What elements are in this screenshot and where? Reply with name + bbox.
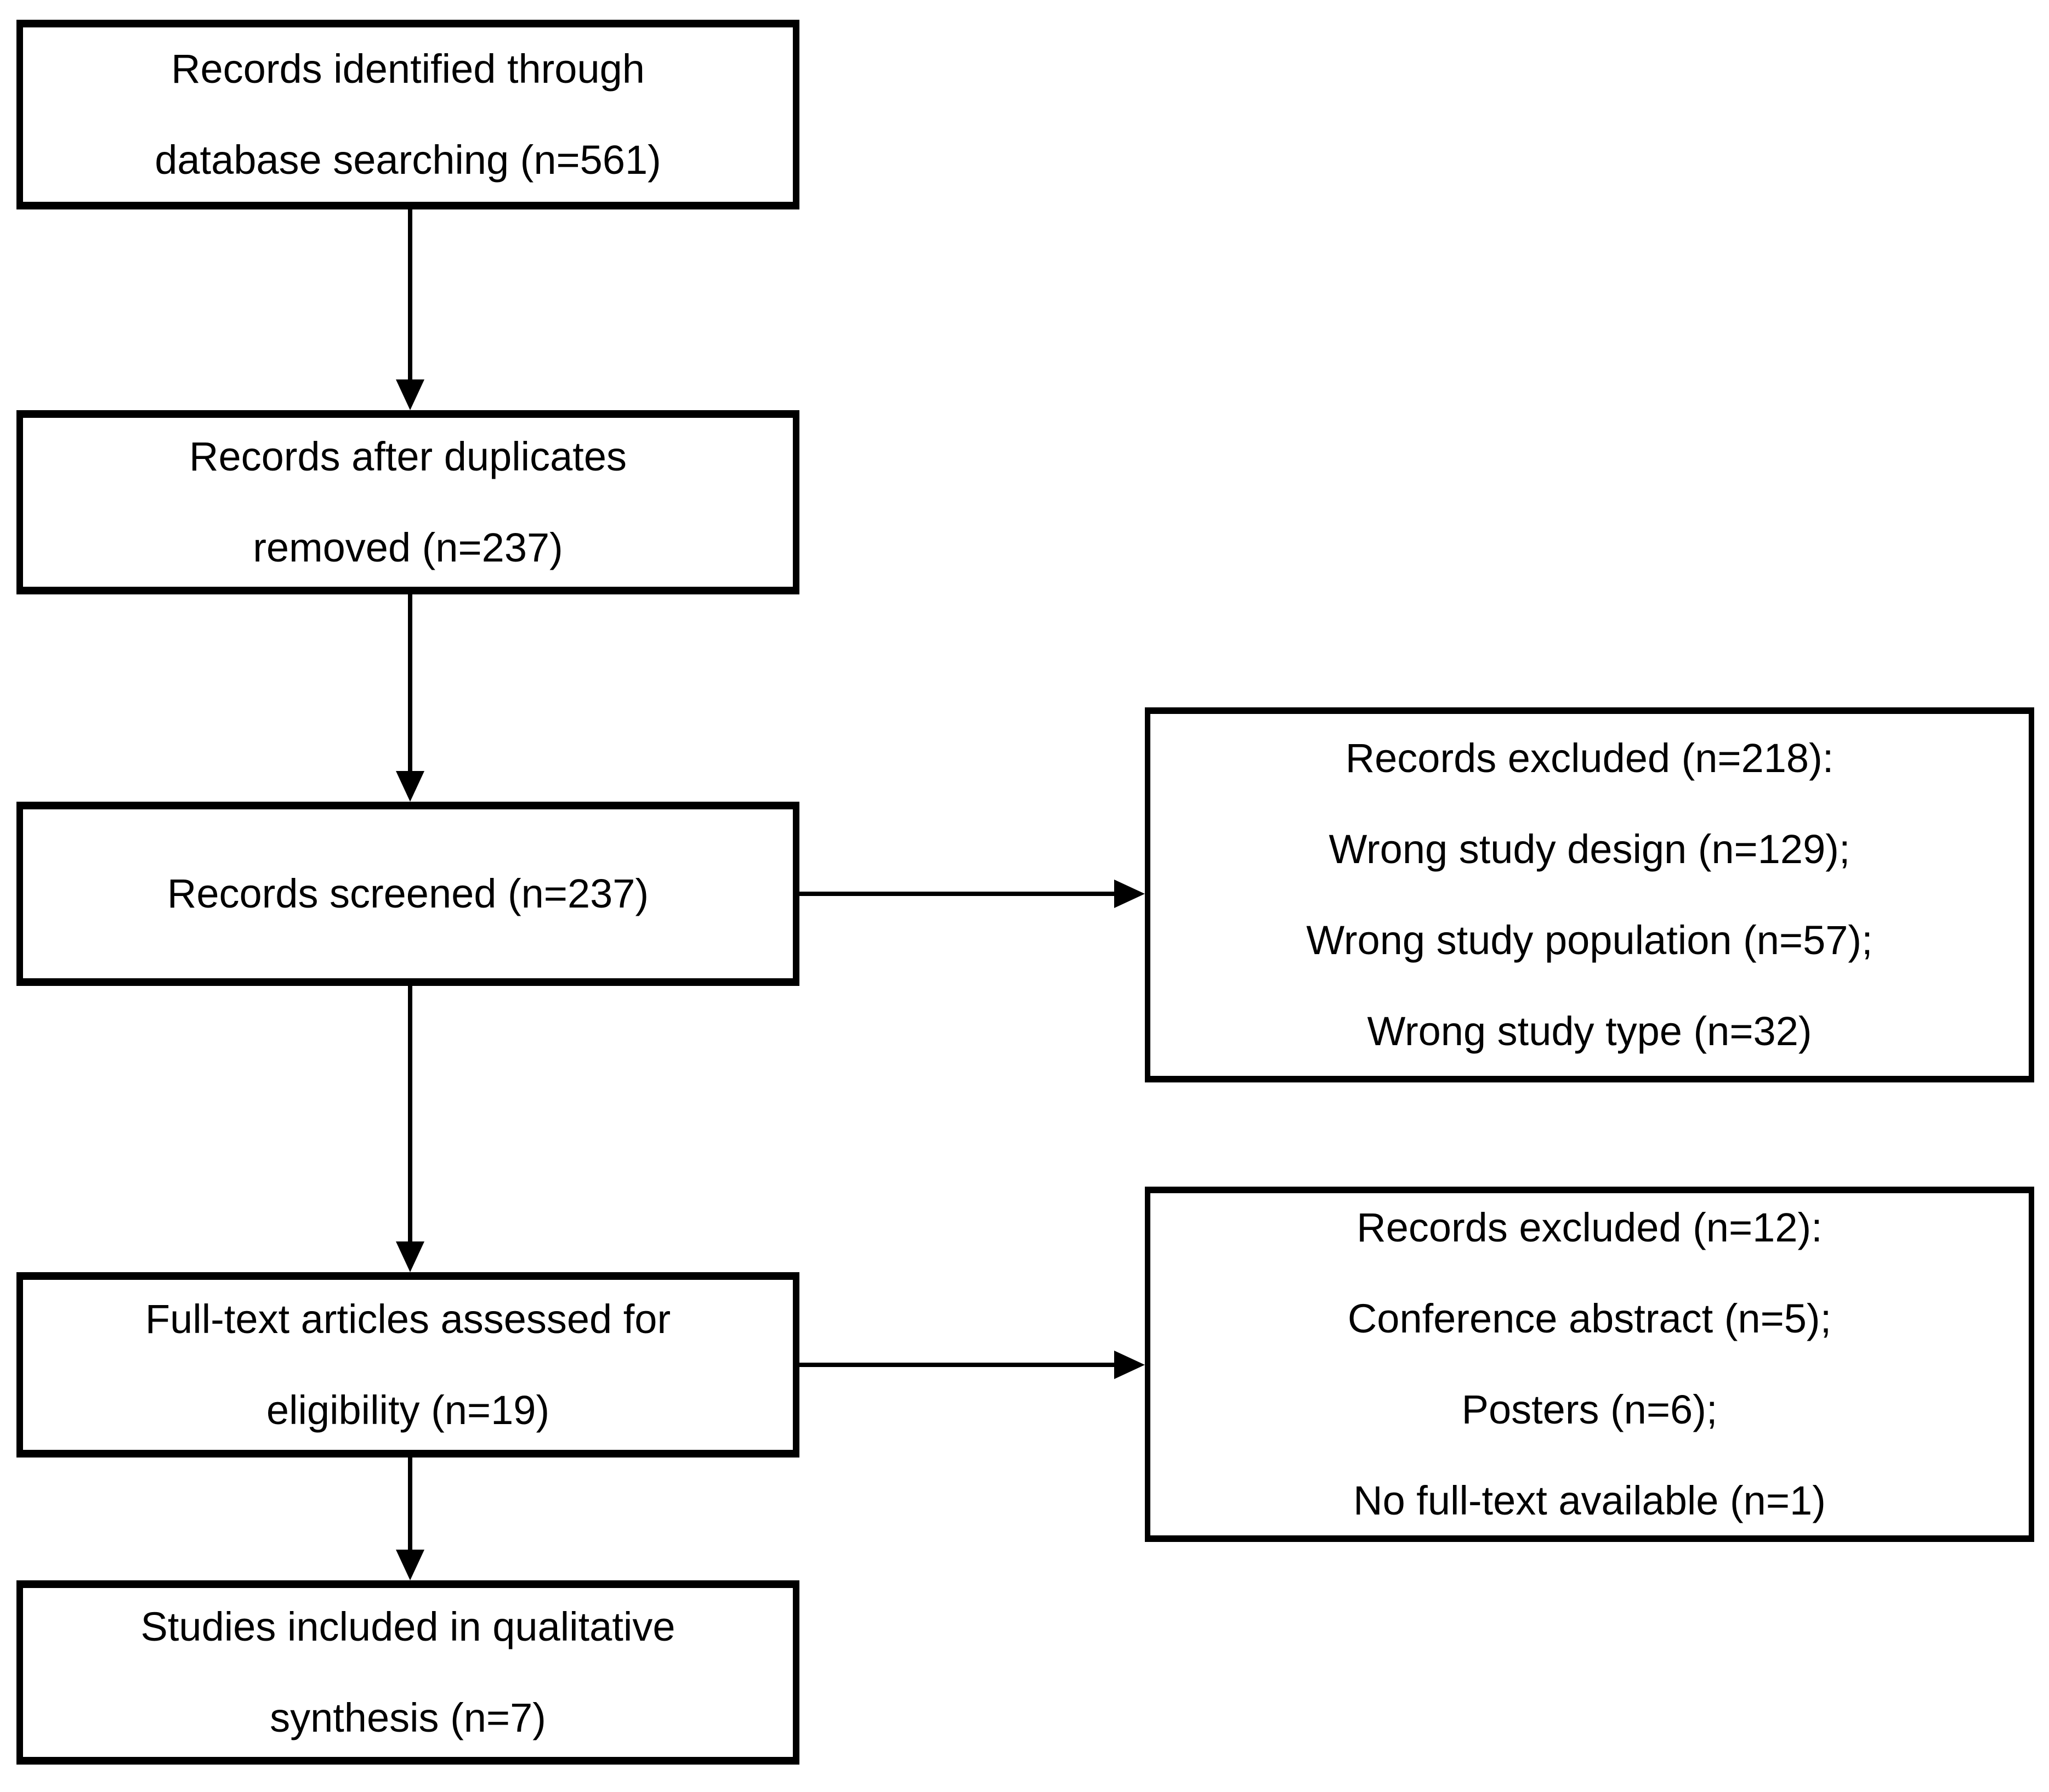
right-arrowhead-icon <box>1114 1351 1145 1379</box>
box-text-line: Records after duplicates <box>189 434 627 479</box>
down-arrowhead-icon <box>396 771 424 802</box>
down-arrowhead-icon <box>396 1241 424 1272</box>
arrow-shaft <box>408 1458 412 1552</box>
box-text-line: Records identified through <box>171 46 645 92</box>
box-records-identified: Records identified through database sear… <box>16 20 799 209</box>
box-text-line: Records excluded (n=12): <box>1356 1205 1823 1250</box>
right-arrowhead-icon <box>1114 880 1145 908</box>
down-arrowhead-icon <box>396 1550 424 1580</box>
box-full-text-assessed: Full-text articles assessed for eligibil… <box>16 1272 799 1458</box>
box-records-excluded-full-text: Records excluded (n=12): Conference abst… <box>1145 1187 2034 1542</box>
box-text-line: Studies included in qualitative <box>140 1604 676 1649</box>
arrow-shaft <box>408 986 412 1244</box>
box-text-line: synthesis (n=7) <box>270 1695 546 1740</box>
box-records-after-duplicates: Records after duplicates removed (n=237) <box>16 410 799 594</box>
arrow-shaft <box>799 892 1116 896</box>
box-text-line: Full-text articles assessed for <box>145 1296 671 1342</box>
box-text-line: Posters (n=6); <box>1461 1387 1718 1432</box>
box-text-line: Records excluded (n=218): <box>1345 735 1834 781</box>
box-text-line: Conference abstract (n=5); <box>1347 1296 1832 1341</box>
arrow-shaft <box>408 209 412 382</box>
box-text-line: eligibility (n=19) <box>266 1387 550 1433</box>
box-text-line: Wrong study type (n=32) <box>1367 1008 1812 1054</box>
box-text-line: Records screened (n=237) <box>167 871 649 916</box>
arrow-shaft <box>799 1363 1116 1367</box>
box-records-excluded-screening: Records excluded (n=218): Wrong study de… <box>1145 707 2034 1082</box>
box-records-screened: Records screened (n=237) <box>16 802 799 986</box>
arrow-shaft <box>408 594 412 773</box>
box-text-line: Wrong study design (n=129); <box>1329 826 1851 872</box>
box-text-line: Wrong study population (n=57); <box>1306 917 1873 963</box>
box-text-line: database searching (n=561) <box>155 137 661 183</box>
box-text-line: removed (n=237) <box>253 525 563 570</box>
box-studies-included: Studies included in qualitative synthesi… <box>16 1580 799 1765</box>
box-text-line: No full-text available (n=1) <box>1353 1478 1826 1523</box>
down-arrowhead-icon <box>396 379 424 410</box>
